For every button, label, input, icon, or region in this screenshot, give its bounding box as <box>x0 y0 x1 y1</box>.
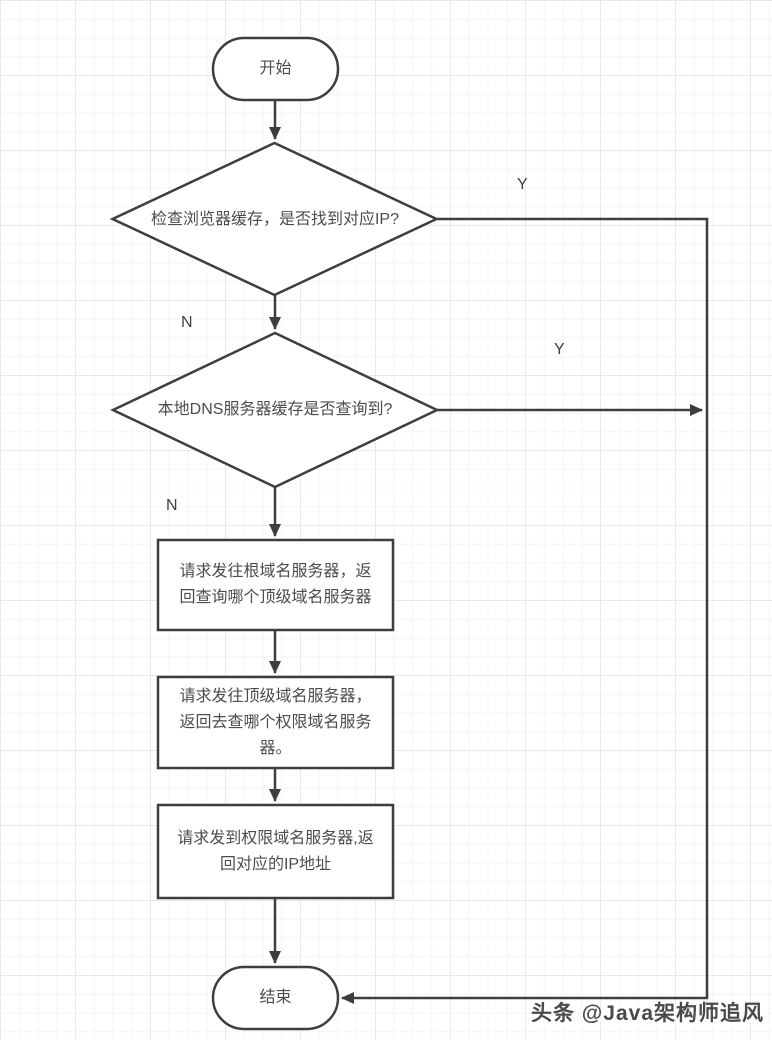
process-root-server-line1: 请求发往根域名服务器，返 <box>179 563 372 580</box>
process-authority-server-line2: 回对应的IP地址 <box>219 855 332 873</box>
watermark-text: 头条 @Java架构师追风 <box>530 1002 764 1025</box>
process-tld-server-line1: 请求发往顶级域名服务器， <box>179 687 372 705</box>
process-authority-server-label: 请求发到权限域名服务器,返 回对应的IP地址 <box>160 807 391 896</box>
edge-label-browser-cache-yes: Y <box>517 176 528 193</box>
end-node <box>211 965 340 1031</box>
end-node-label: 结束 <box>259 989 292 1006</box>
edge-label-local-dns-no: N <box>166 497 178 514</box>
edge-label-browser-cache-no: N <box>181 314 193 331</box>
decision-local-dns-label: 本地DNS服务器缓存是否查询到? <box>157 401 393 418</box>
decision-local-dns-node <box>110 331 440 489</box>
start-node-label: 开始 <box>259 60 292 77</box>
process-root-server-line2: 回查询哪个顶级域名服务器 <box>179 589 372 606</box>
process-authority-server-line1: 请求发到权限域名服务器,返 <box>177 829 374 847</box>
process-authority-server-node <box>156 803 395 900</box>
decision-browser-cache-node <box>109 141 440 297</box>
process-root-server-node <box>156 538 395 632</box>
process-tld-server-label: 请求发往顶级域名服务器， 返回去查哪个权限域名服务 器。 <box>160 679 391 766</box>
process-root-server-label: 请求发往根域名服务器，返 回查询哪个顶级域名服务器 <box>160 542 391 628</box>
decision-browser-cache-label: 检查浏览器缓存，是否找到对应IP? <box>150 211 400 228</box>
process-tld-server-line2: 返回去查哪个权限域名服务 <box>179 713 372 731</box>
edge-browser-cache-yes <box>341 217 709 1004</box>
start-node <box>211 36 340 102</box>
process-tld-server-node <box>156 675 395 770</box>
edge-label-local-dns-yes: Y <box>554 341 565 358</box>
process-tld-server-line3: 器。 <box>259 739 292 757</box>
